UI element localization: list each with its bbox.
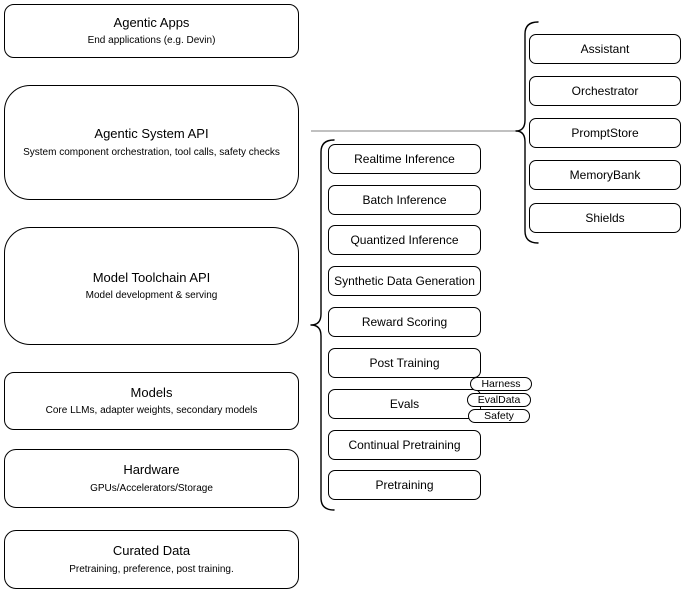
node-shields: Shields	[529, 203, 681, 233]
node-subtitle: System component orchestration, tool cal…	[23, 146, 280, 158]
node-quantized-inference: Quantized Inference	[328, 225, 481, 255]
node-continual-pretraining: Continual Pretraining	[328, 430, 481, 460]
node-title: Agentic Apps	[113, 14, 190, 30]
node-subtitle: Pretraining, preference, post training.	[69, 563, 234, 575]
node-title: Models	[130, 384, 173, 400]
tag-harness: Harness	[470, 377, 532, 391]
node-memorybank: MemoryBank	[529, 160, 681, 190]
node-curated-data: Curated Data Pretraining, preference, po…	[4, 530, 299, 589]
node-pretraining: Pretraining	[328, 470, 481, 500]
toolchain-group-brace	[310, 139, 335, 511]
node-subtitle: GPUs/Accelerators/Storage	[90, 482, 213, 494]
node-synthetic-data-generation: Synthetic Data Generation	[328, 266, 481, 296]
node-title: Model Toolchain API	[92, 269, 211, 285]
node-promptstore: PromptStore	[529, 118, 681, 148]
node-orchestrator: Orchestrator	[529, 76, 681, 106]
node-model-toolchain-api: Model Toolchain API Model development & …	[4, 227, 299, 345]
node-reward-scoring: Reward Scoring	[328, 307, 481, 337]
tag-safety: Safety	[468, 409, 530, 423]
node-agentic-system-api: Agentic System API System component orch…	[4, 85, 299, 200]
node-subtitle: Model development & serving	[85, 290, 218, 302]
node-models: Models Core LLMs, adapter weights, secon…	[4, 372, 299, 430]
node-agentic-apps: Agentic Apps End applications (e.g. Devi…	[4, 4, 299, 58]
node-evals: Evals	[328, 389, 481, 419]
node-title: Curated Data	[112, 543, 191, 559]
node-realtime-inference: Realtime Inference	[328, 144, 481, 174]
node-post-training: Post Training	[328, 348, 481, 378]
system-group-brace	[515, 21, 539, 244]
node-subtitle: Core LLMs, adapter weights, secondary mo…	[45, 405, 258, 417]
node-subtitle: End applications (e.g. Devin)	[87, 35, 216, 47]
tag-evaldata: EvalData	[467, 393, 531, 407]
node-batch-inference: Batch Inference	[328, 185, 481, 215]
node-assistant: Assistant	[529, 34, 681, 64]
node-hardware: Hardware GPUs/Accelerators/Storage	[4, 449, 299, 508]
node-title: Hardware	[123, 462, 180, 478]
node-title: Agentic System API	[94, 126, 209, 142]
